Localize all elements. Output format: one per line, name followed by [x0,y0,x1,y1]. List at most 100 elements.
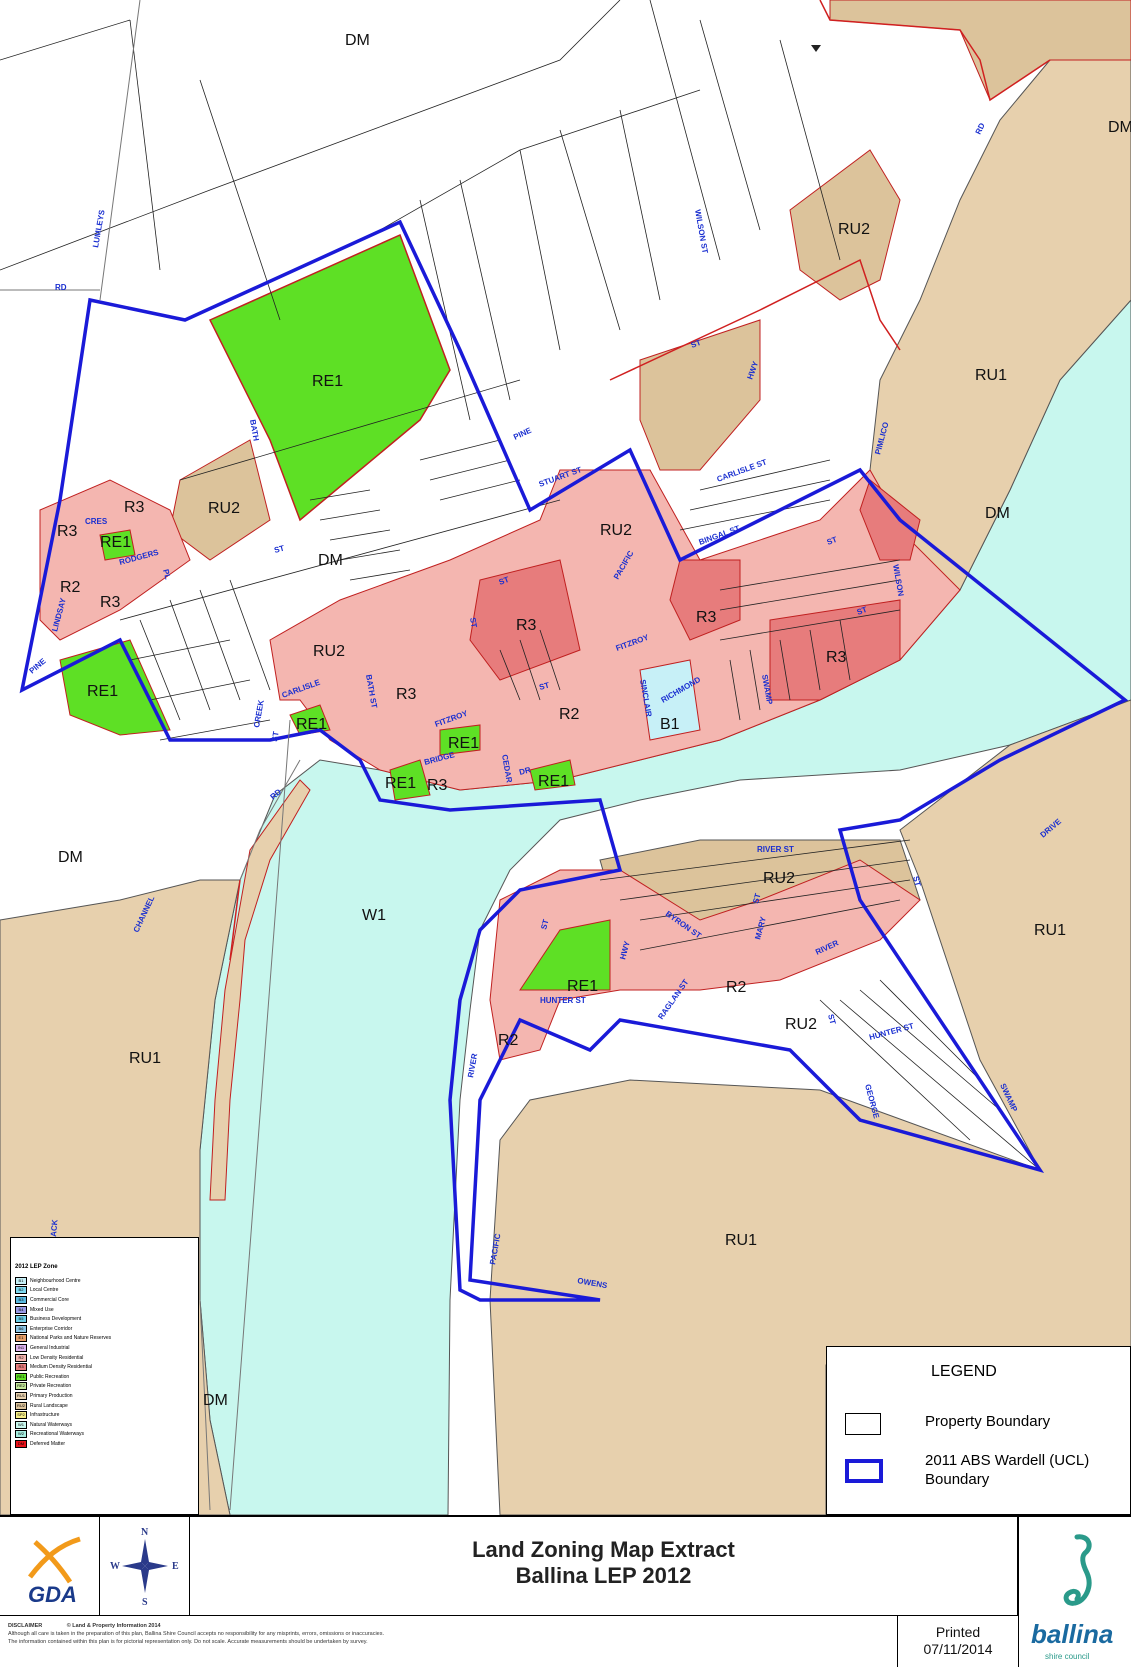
map-footer: GDA N S W E Land Zoning Map Extract Ball… [0,1515,1131,1667]
zone-swatch: B6 [15,1324,27,1333]
zone-swatch: B1 [15,1276,27,1285]
zone-label: R2 [559,706,580,723]
zone-label: RU2 [208,500,240,517]
zone-swatch: B3 [15,1295,27,1304]
zone-r2-west [39,479,191,641]
zone-label: DM [203,1392,228,1409]
street-label: BATH [248,419,261,442]
zone-label: RU1 [129,1050,161,1067]
legend-title: LEGEND [931,1363,997,1380]
street-label: HUNTER ST [540,996,586,1005]
street-label: ST [751,892,762,904]
zone-label: R3 [100,594,121,611]
zone-swatch: SP2 [15,1411,27,1420]
svg-text:W: W [110,1561,120,1572]
zone-legend-label: Infrastructure [30,1412,60,1419]
zone-legend-label: Neighbourhood Centre [30,1277,81,1284]
zone-r2-south [489,859,921,1061]
zone-legend-label: National Parks and Nature Reserves [30,1335,112,1342]
street-label: RD [55,283,67,292]
ucl-boundary-swatch [845,1459,883,1483]
zone-r3-east [769,599,901,701]
street-label: ST [538,681,550,692]
disclaimer: DISCLAIMER © Land & Property Information… [0,1615,898,1667]
zone-label: RE1 [312,373,343,390]
property-lines [0,0,1041,1171]
disclaimer-line1: Although all care is taken in the prepar… [8,1631,385,1637]
street-label: PL [161,568,172,580]
zone-label: R3 [427,777,448,794]
zone-label: RE1 [87,683,118,700]
zone-label: RU2 [785,1016,817,1033]
zone-swatch: R2 [15,1353,27,1362]
street-label: ST [690,338,703,350]
zone-legend-label: Business Development [30,1316,82,1323]
zone-b1 [639,659,701,741]
svg-text:S: S [142,1597,148,1608]
ucl-boundary [19,219,1129,1302]
zone-r3-mid [669,559,741,641]
zone-legend-label: Medium Density Residential [30,1364,92,1371]
zone-legend-label: Local Centre [30,1287,59,1294]
zone-label: RU2 [600,522,632,539]
zone-label: RE1 [538,773,569,790]
zone-label: R3 [57,523,78,540]
printed-value: 07/11/2014 [923,1641,993,1657]
zone-swatch: RE1 [15,1372,27,1381]
zone-re1-fitzroy [439,724,481,756]
zone-r3-centre [469,559,581,681]
street-label: ST [270,731,281,743]
zone-re1-small [99,529,136,561]
seahorse-icon: ballina shire council [1031,1534,1113,1661]
zone-label: RU2 [313,643,345,660]
zone-label: RU1 [725,1232,757,1249]
zone-legend-label: Rural Landscape [30,1402,68,1409]
zone-legend-title: 2012 LEP Zone [15,1264,58,1270]
zone-swatch: W1 [15,1420,27,1429]
zone-legend-label: Private Recreation [30,1383,72,1390]
street-label: DR [518,765,532,777]
zone-re1-bridge [389,759,431,801]
street-label: ST [826,1013,837,1025]
zone-swatch: W2 [15,1430,27,1439]
zone-swatch: RU1 [15,1391,27,1400]
street-label: RIVER ST [757,845,794,854]
svg-text:ballina: ballina [1031,1619,1113,1649]
zone-swatch: DM [15,1439,27,1448]
zone-swatch: E1 [15,1334,27,1343]
zone-label: R3 [396,686,417,703]
copyright: © Land & Property Information 2014 [66,1623,161,1629]
zone-swatch: RU2 [15,1401,27,1410]
zone-swatch: R3 [15,1363,27,1372]
compass-icon: N S W E [110,1527,179,1608]
zone-re1-dr [529,759,576,791]
zone-label: R3 [516,617,537,634]
street-label: ACK [49,1219,59,1237]
ballina-logo: ballina shire council [1018,1517,1131,1667]
map-title-line1: Land Zoning Map Extract [472,1537,735,1562]
street-label: ST [856,605,869,617]
zone-label: RU2 [763,870,795,887]
street-label: ST [539,918,550,930]
property-boundary-swatch [845,1413,881,1435]
zone-label: RE1 [567,978,598,995]
map-title-line2: Ballina LEP 2012 [515,1563,692,1588]
zone-re1-south [519,919,611,991]
zone-label: R3 [124,499,145,516]
zone-label: RE1 [448,735,479,752]
street-label: RIVER [466,1052,479,1078]
zone-legend-label: Low Density Residential [30,1354,84,1361]
zone-ru1-west-strip [209,779,311,1201]
zone-label: RU2 [838,221,870,238]
zone-re1-creek [289,704,331,736]
zone-swatch: IN1 [15,1343,27,1352]
